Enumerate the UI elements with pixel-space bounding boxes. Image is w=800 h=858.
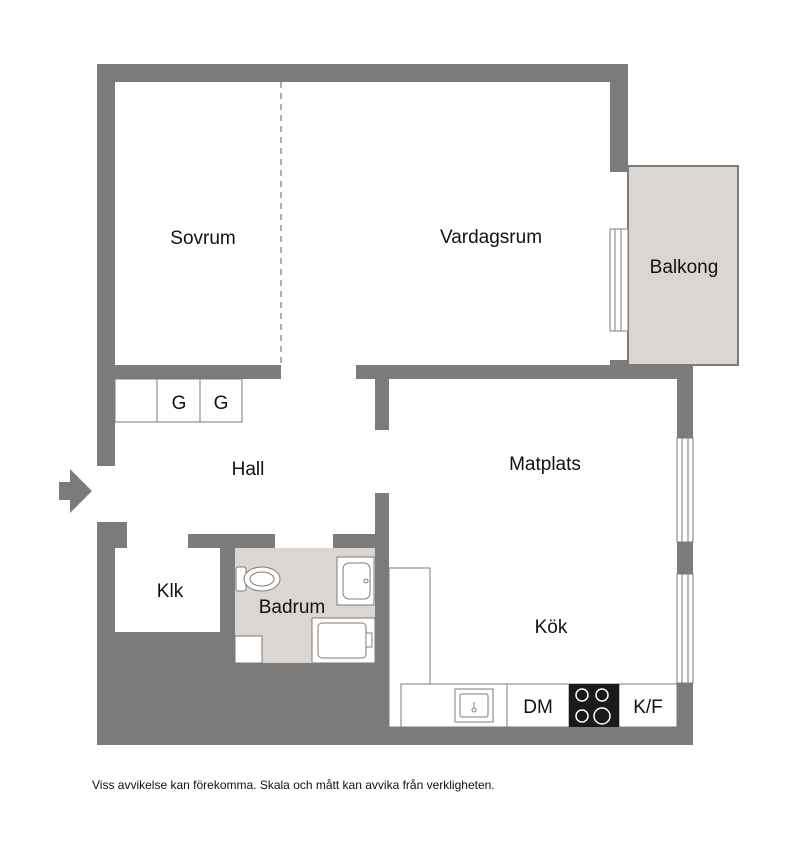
room-label-matplats: Matplats	[509, 454, 581, 475]
toilet-icon	[235, 566, 281, 592]
room-label-kok: Kök	[535, 617, 568, 638]
entrance-arrow-icon	[59, 469, 92, 513]
stove-icon	[569, 684, 619, 727]
balcony-door	[609, 228, 629, 332]
interior-walls	[115, 365, 693, 727]
kitchen-counter	[388, 567, 678, 728]
room-label-hall: Hall	[232, 459, 265, 480]
washbasin-icon	[336, 556, 375, 606]
room-label-badrum: Badrum	[259, 597, 326, 618]
disclaimer-text: Viss avvikelse kan förekomma. Skala och …	[92, 778, 495, 792]
kitchen-sink-icon	[454, 688, 494, 723]
wardrobes	[114, 378, 243, 423]
window-east-upper	[676, 437, 694, 543]
bathtub-icon	[311, 617, 376, 664]
room-label-vardagsrum: Vardagsrum	[440, 227, 542, 248]
window-east-lower	[676, 573, 694, 684]
bathroom-cabinet	[234, 635, 263, 664]
room-label-sovrum: Sovrum	[170, 228, 235, 249]
balcony-area	[627, 165, 739, 366]
wardrobe-label-2: G	[214, 393, 229, 414]
fridge-freezer-label: K/F	[633, 697, 663, 718]
room-label-balkong: Balkong	[650, 257, 719, 278]
dishwasher-label: DM	[523, 697, 553, 718]
wardrobe-label-1: G	[172, 393, 187, 414]
room-label-klk: Klk	[157, 581, 184, 602]
